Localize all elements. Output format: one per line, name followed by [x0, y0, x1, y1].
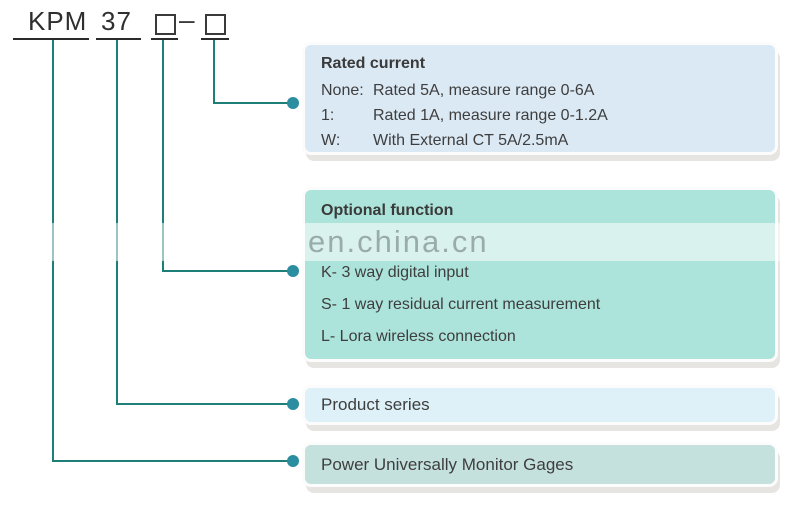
optional-function-row: S- 1 way residual current measurement [321, 296, 601, 313]
product-series-box: Product series [302, 385, 778, 425]
connector-series-horizontal [116, 403, 292, 405]
rated-current-row: 1: Rated 1A, measure range 0-1.2A [321, 103, 759, 128]
rated-current-row-text: Rated 1A, measure range 0-1.2A [373, 107, 608, 124]
watermark-text: en.china.cn [308, 224, 489, 259]
model-series-number: 37 [101, 6, 132, 36]
optional-function-row: K- 3 way digital input [321, 264, 469, 281]
rated-current-row: None: Rated 5A, measure range 0-6A [321, 78, 759, 103]
connector-series-vertical [116, 40, 118, 405]
model-code-dash: – [179, 4, 195, 35]
placeholder-square-option [155, 14, 176, 35]
rated-current-row: W: With External CT 5A/2.5mA [321, 128, 759, 153]
optional-function-title: Optional function [321, 202, 454, 219]
connector-option-horizontal [162, 270, 292, 272]
rated-current-row-label: 1: [321, 107, 335, 124]
connector-dot-product-name [287, 455, 299, 467]
rated-current-row-text: Rated 5A, measure range 0-6A [373, 82, 595, 99]
product-name-title: Power Universally Monitor Gages [321, 455, 574, 474]
rated-current-box: Rated current None: Rated 5A, measure ran… [302, 42, 778, 155]
underline-series [96, 38, 141, 40]
underline-prefix [13, 38, 89, 40]
connector-rated-vertical [213, 40, 215, 104]
placeholder-square-rated-current [205, 14, 226, 35]
product-name-box: Power Universally Monitor Gages [302, 442, 778, 487]
rated-current-row-label: W: [321, 132, 341, 149]
connector-prefix-horizontal [52, 460, 292, 462]
connector-rated-horizontal [213, 102, 292, 104]
rated-current-title: Rated current [321, 55, 426, 72]
connector-dot-optional-function [287, 265, 299, 277]
underline-option-square [151, 38, 178, 40]
connector-dot-rated-current [287, 97, 299, 109]
model-prefix: KPM [28, 6, 88, 36]
underline-rated-square [201, 38, 229, 40]
connector-option-vertical [162, 40, 164, 272]
watermark-band: en.china.cn [0, 223, 800, 261]
optional-function-row: L- Lora wireless connection [321, 328, 516, 345]
product-series-title: Product series [321, 395, 430, 414]
rated-current-row-label: None: [321, 82, 364, 99]
optional-function-box: Optional function K- 3 way digital input… [302, 187, 778, 362]
rated-current-row-text: With External CT 5A/2.5mA [373, 132, 569, 149]
connector-dot-product-series [287, 398, 299, 410]
